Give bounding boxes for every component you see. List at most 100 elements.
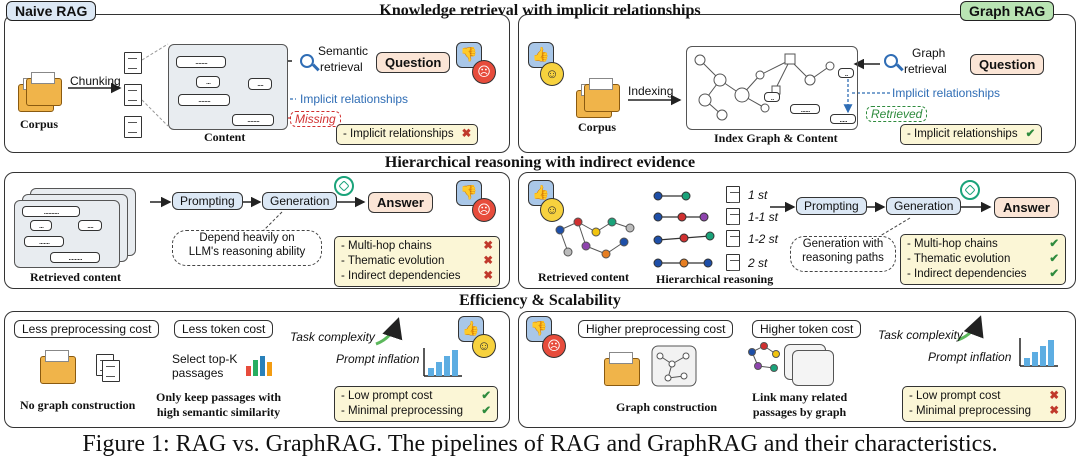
cross-icon: ✖ <box>1049 390 1059 402</box>
implicit-relationships-label: Implicit relationships <box>892 86 1001 100</box>
check-icon: ✔ <box>1049 268 1059 280</box>
figure-caption: Figure 1: RAG vs. GraphRAG. The pipeline… <box>82 431 998 457</box>
zoom-line-top <box>141 43 169 61</box>
index-slot: .. <box>838 68 854 78</box>
prompting-box: Prompting <box>796 197 867 215</box>
related-passages-stack <box>792 350 834 386</box>
chunking-label: Chunking <box>70 74 121 88</box>
semantic-label: Semantic <box>318 44 369 58</box>
indexing-label: Indexing <box>628 84 674 98</box>
document-icon <box>102 360 120 382</box>
content-slot: ......... <box>50 252 100 263</box>
content-slot: ... <box>30 220 52 231</box>
graph-label: Graph <box>912 46 946 60</box>
index-slot: ...... <box>790 104 820 114</box>
folder-icon <box>604 352 640 386</box>
note-link-3 <box>261 211 283 233</box>
index-graph-box <box>686 46 858 130</box>
question-box: Question <box>970 54 1045 75</box>
level-label: 1-2 st <box>748 232 779 246</box>
reasoning-checks: - Multi-hop chains✖ - Thematic evolution… <box>334 236 500 287</box>
trend-arrow-6 <box>957 315 984 342</box>
sad-face-icon: ☹ <box>472 60 496 84</box>
question-box: Question <box>376 52 451 73</box>
higher-preprocessing-box: Higher preprocessing cost <box>578 320 734 338</box>
index-slot: ..... <box>830 114 856 124</box>
level-label: 1 st <box>748 188 768 202</box>
top-k-bars-icon <box>246 356 272 376</box>
higher-token-box: Higher token cost <box>752 320 862 338</box>
check-icon: ✔ <box>1049 238 1059 250</box>
cross-icon: ✖ <box>483 270 493 282</box>
section-title-reasoning: Hierarchical reasoning with indirect evi… <box>384 154 696 171</box>
document-icon <box>726 186 740 203</box>
happy-face-icon: ☺ <box>540 62 564 86</box>
content-slot: .... <box>78 220 102 231</box>
note-link-4 <box>879 217 911 237</box>
check-icon: ✔ <box>481 390 491 402</box>
check-icon: ✔ <box>1049 253 1059 265</box>
bar-chart-icon-6 <box>1019 338 1058 367</box>
retrieved-content-label: Retrieved content <box>30 270 121 284</box>
content-slot: ........ <box>232 114 274 126</box>
naive-rag-tag: Naive RAG <box>6 1 97 21</box>
thumbs-down-icon: 👎 <box>526 316 552 342</box>
section-title-efficiency: Efficiency & Scalability <box>459 292 621 309</box>
cross-icon: ✖ <box>461 128 472 140</box>
content-label: Content <box>204 130 246 144</box>
retrieved-graph <box>555 217 635 259</box>
check-icon: ✔ <box>1025 128 1036 140</box>
index-graph-label: Index Graph & Content <box>714 131 838 145</box>
generation-box: Generation <box>886 197 962 215</box>
index-slot: .. <box>764 92 780 102</box>
task-complexity-label: Task complexity <box>878 328 963 342</box>
document-icon <box>726 208 740 225</box>
cross-icon: ✖ <box>483 240 493 252</box>
zoom-line-bottom <box>141 99 169 127</box>
cross-icon: ✖ <box>1049 405 1059 417</box>
hier-nodes <box>653 191 715 268</box>
corpus-label: Corpus <box>20 117 59 131</box>
content-slot: ....... <box>24 236 64 247</box>
prompt-inflation-label: Prompt inflation <box>336 352 420 366</box>
answer-box: Answer <box>994 197 1059 218</box>
document-icon <box>124 116 142 138</box>
level-label: 1-1 st <box>748 210 779 224</box>
openai-icon <box>960 180 980 200</box>
happy-face-icon: ☺ <box>540 198 564 222</box>
magnifier-icon <box>300 54 314 68</box>
magnifier-icon <box>884 54 898 68</box>
content-slot: ........ <box>178 94 230 106</box>
folder-icon <box>40 350 76 384</box>
section-title-retrieval: Knowledge retrieval with implicit relati… <box>379 2 701 19</box>
folder-icon <box>26 72 62 106</box>
graph-rag-tag: Graph RAG <box>960 1 1055 21</box>
sad-face-icon: ☹ <box>472 198 496 222</box>
retrieval-label: retrieval <box>904 62 947 76</box>
document-icon <box>726 254 740 271</box>
link-graph-icon <box>748 342 780 372</box>
less-preprocessing-box: Less preprocessing cost <box>14 320 160 338</box>
folder-icon <box>584 78 620 112</box>
document-icon <box>124 84 142 106</box>
task-complexity-label: Task complexity <box>290 330 375 344</box>
graph-construction-icon <box>651 345 697 387</box>
prompt-inflation-label: Prompt inflation <box>928 350 1012 364</box>
document-icon <box>124 52 142 74</box>
level-label: 2 st <box>748 256 768 270</box>
implicit-relationships-label: Implicit relationships <box>300 92 409 106</box>
content-slot: ........ <box>176 56 226 68</box>
answer-box: Answer <box>368 192 433 213</box>
efficiency-checks: - Low prompt cost✖ - Minimal preprocessi… <box>902 386 1066 422</box>
content-slot: .... <box>248 78 272 90</box>
index-graph <box>694 53 835 121</box>
prompting-box: Prompting <box>172 192 243 210</box>
hierarchical-reasoning-label: Hierarchical reasoning <box>656 272 774 286</box>
trend-arrow-5 <box>375 317 403 346</box>
